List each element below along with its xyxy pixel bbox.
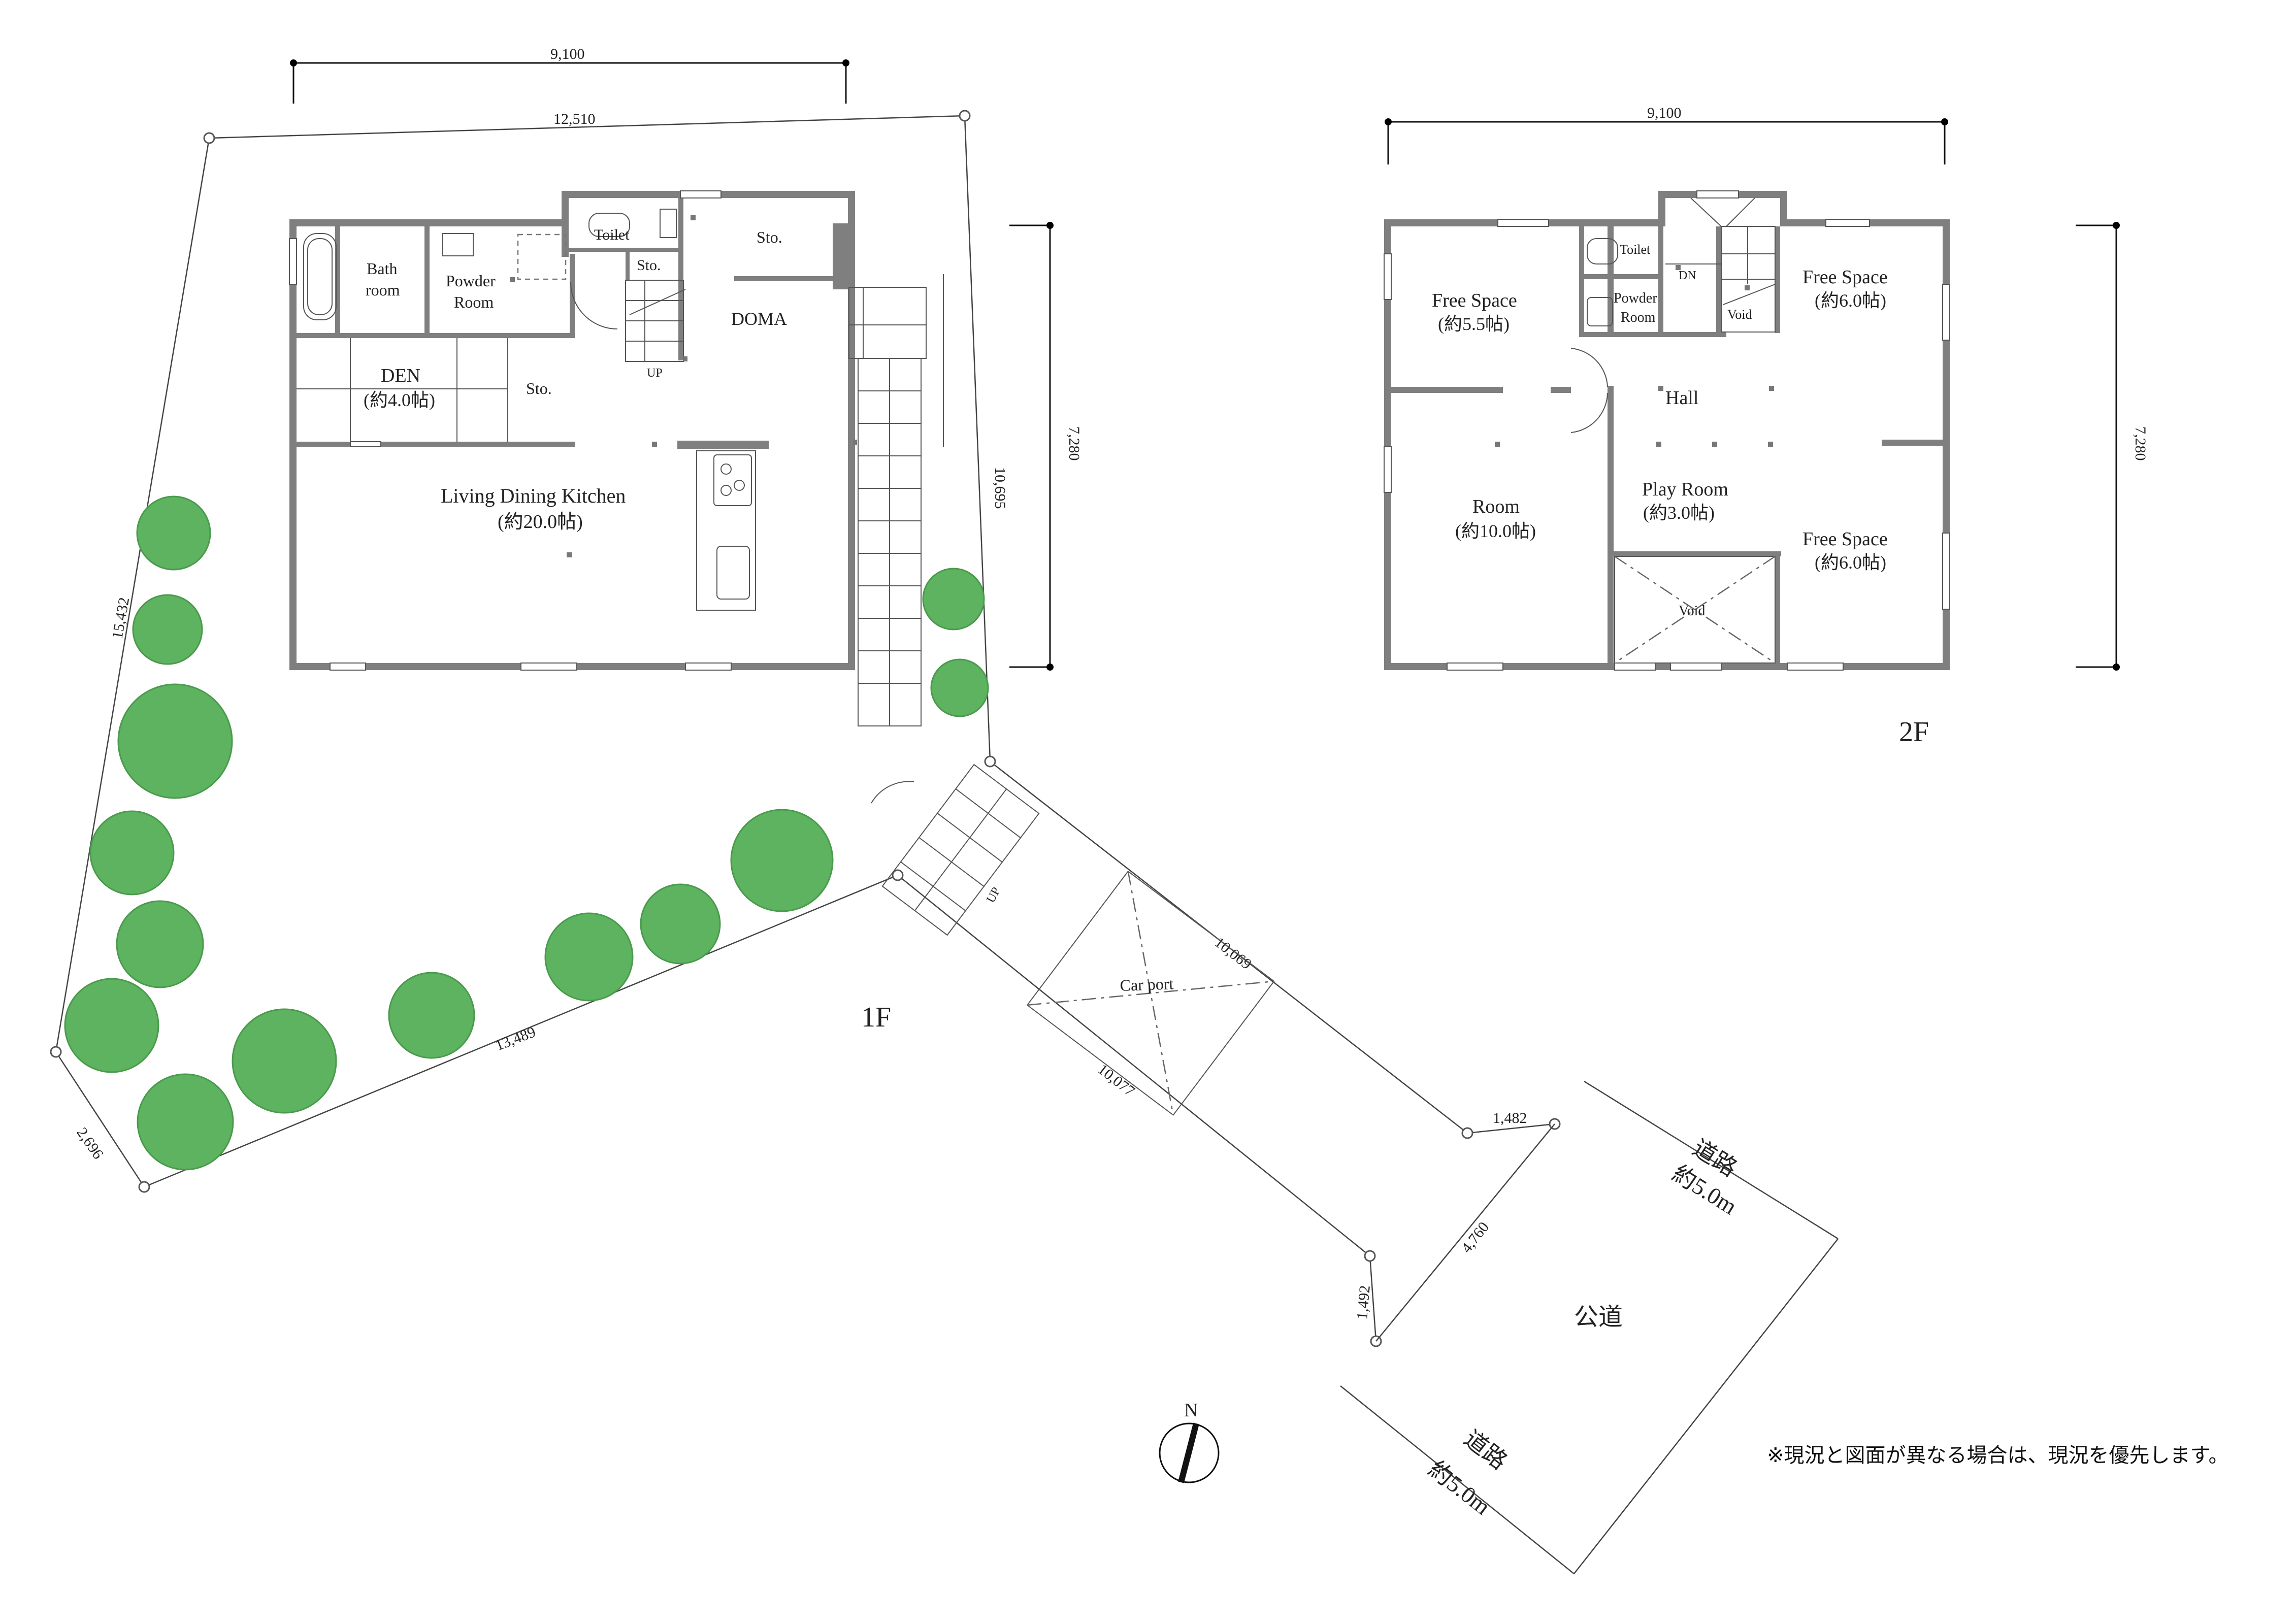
trees xyxy=(64,495,989,1171)
powder-label-2: Room xyxy=(454,293,494,311)
edge-small-top-label: 1,482 xyxy=(1493,1110,1527,1126)
floor2-plan xyxy=(1384,190,1950,671)
edge-top-label: 12,510 xyxy=(553,111,596,127)
play-room-size: (約3.0帖) xyxy=(1643,503,1715,523)
ldk-label: Living Dining Kitchen xyxy=(441,484,626,507)
floor2-label: 2F xyxy=(1899,716,1929,748)
ldk-size-label: (約20.0帖) xyxy=(498,511,583,533)
stair-void-label: Void xyxy=(1727,307,1752,322)
den-size-label: (約4.0帖) xyxy=(364,390,435,410)
floor2-depth-label: 7,280 xyxy=(2132,426,2149,461)
edge-drive-right-label: 10,069 xyxy=(1211,934,1255,973)
room-size-label: (約10.0帖) xyxy=(1455,521,1536,541)
floor2-width-label: 9,100 xyxy=(1647,105,1682,121)
edge-bottom-left-label: 2,696 xyxy=(73,1124,107,1162)
floor1-label: 1F xyxy=(861,1002,891,1033)
entry-up-label: UP xyxy=(984,885,1003,905)
floor1-dimensions xyxy=(290,59,1054,671)
floor1-width-label: 9,100 xyxy=(550,46,585,62)
road-label-2: 道路 xyxy=(1459,1426,1512,1475)
free-space-3-size: (約6.0帖) xyxy=(1815,552,1886,573)
void-label: Void xyxy=(1679,603,1705,619)
powder-2f-label-2: Room xyxy=(1621,310,1656,325)
edge-drive-left-label: 10,077 xyxy=(1095,1061,1138,1100)
toilet-2f-label: Toilet xyxy=(1620,242,1651,257)
floor2-dimensions xyxy=(1385,118,2120,671)
free-space-2-size: (約6.0帖) xyxy=(1815,290,1886,311)
disclaimer-note: ※現況と図面が異なる場合は、現況を優先します。 xyxy=(1767,1444,2229,1467)
bath-label: Bath xyxy=(367,259,397,278)
edge-road-label: 4,760 xyxy=(1458,1219,1493,1256)
den-sto-label: Sto. xyxy=(526,379,552,397)
doma-label: DOMA xyxy=(731,309,787,329)
toilet-label: Toilet xyxy=(594,226,630,243)
bath-label-2: room xyxy=(366,281,400,299)
free-space-2-label: Free Space xyxy=(1802,267,1888,288)
north-label: N xyxy=(1184,1400,1198,1421)
free-space-3-label: Free Space xyxy=(1802,528,1888,550)
north-arrow-icon xyxy=(1159,1422,1220,1483)
floor1-depth-label: 7,280 xyxy=(1066,426,1083,461)
free-space-1-size: (約5.5帖) xyxy=(1438,314,1510,334)
hall-label: Hall xyxy=(1665,387,1698,409)
sto-small-label: Sto. xyxy=(637,257,661,274)
powder-2f-label: Powder xyxy=(1614,290,1657,306)
edge-small-left-label: 1,492 xyxy=(1354,1284,1373,1320)
edge-left-label: 15,432 xyxy=(109,596,133,640)
public-road-label: 公道 xyxy=(1574,1304,1623,1331)
play-room-label: Play Room xyxy=(1642,479,1728,500)
stair-down-label: DN xyxy=(1679,269,1696,282)
powder-label: Powder xyxy=(446,272,496,290)
edge-bottom-label: 13,489 xyxy=(493,1023,538,1054)
carport-label: Car port xyxy=(1120,974,1174,995)
site-boundary xyxy=(50,110,1839,1574)
stair-up-label: UP xyxy=(647,367,663,380)
room-label: Room xyxy=(1472,496,1520,517)
free-space-1-label: Free Space xyxy=(1432,290,1517,311)
floor1-plan xyxy=(289,190,1275,1116)
edge-right-label: 10,695 xyxy=(992,467,1008,509)
sto-top-label: Sto. xyxy=(757,228,782,246)
den-label: DEN xyxy=(381,365,420,386)
